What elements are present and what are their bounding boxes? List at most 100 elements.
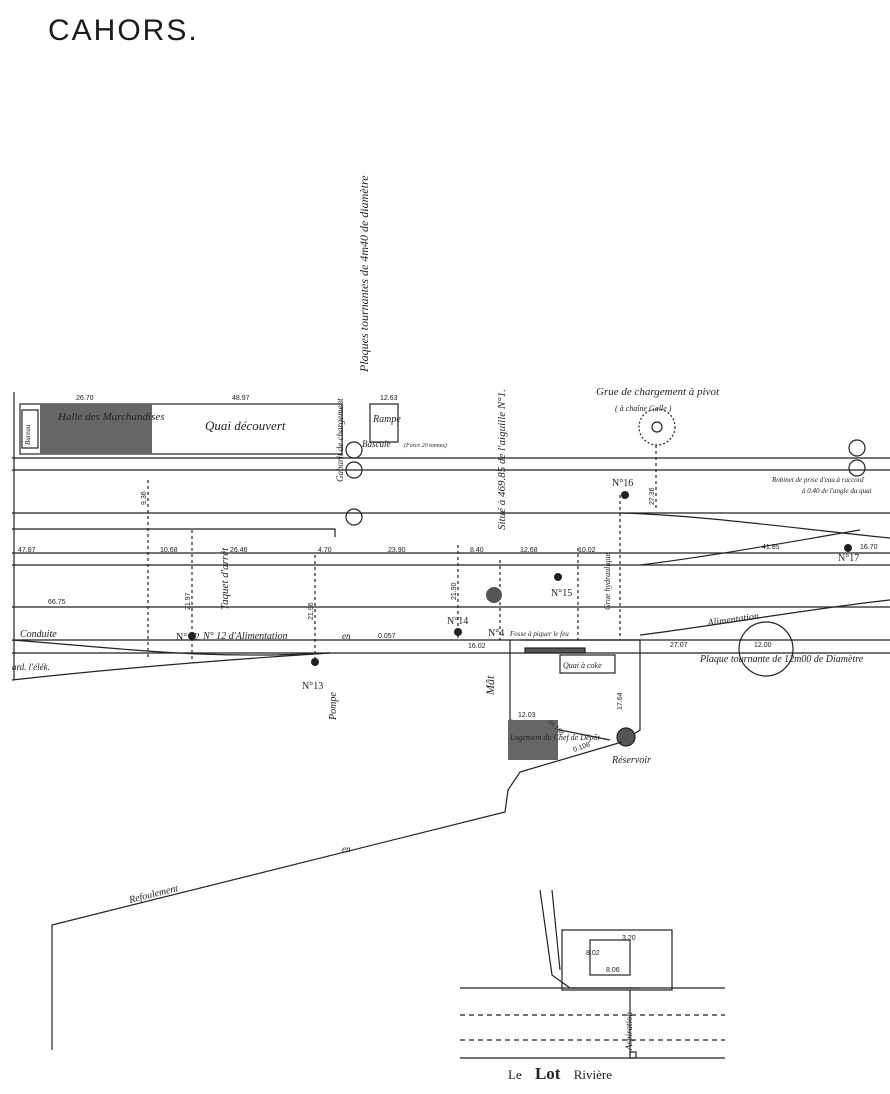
marker-12-dot [188,632,196,640]
bureau-box [21,409,39,449]
refoulement-pipe [51,741,623,1050]
dim-3-20: 3.20 [622,935,636,942]
dim-26-46: 26.46 [230,547,248,554]
river-lot: Lot [534,1064,561,1083]
fosse-label: Fosse à piquer le feu [509,630,569,638]
aspiration-label: Aspiration [624,1011,634,1051]
dim-23-90: 23.90 [388,547,406,554]
refoulement-label: Refoulement [127,883,179,906]
turntable-small [848,439,866,457]
pump-house [561,929,673,991]
dim-12-00: 12.00 [754,642,772,649]
track-curve [619,512,890,539]
dim-12-63: 12.63 [380,395,398,402]
quai-decouvert-outline [19,403,343,455]
dim-26-70: 26.70 [76,395,94,402]
conduite-label: Conduite [20,629,57,640]
page-title: CAHORS. [48,14,199,47]
siding [12,528,336,537]
dim-21-97: 21.97 [185,592,192,610]
conduite-alim-label: N° 12 d'Alimentation [202,631,287,642]
turntable-small [848,459,866,477]
grue-label: Grue de chargement à pivot [596,386,720,398]
bascule-sub-label: (Force 20 tonnes) [404,442,447,449]
track-curve [11,639,331,656]
logement-chef-depot [508,720,558,760]
quai-coke-box [559,654,616,674]
reservoir-tank [616,727,636,747]
dim-12-03: 12.03 [518,712,536,719]
taquet-label: Taquet d'arrêt [219,547,231,610]
marker-16: N°16 [612,478,633,489]
river-riviere: Rivière [573,1067,612,1082]
robinet-label-1: Robinet de prise d'eau à raccord [771,476,864,484]
turntable-small [345,441,363,459]
marker-17: N°17 [838,553,859,564]
aiguille-label: Situé à 469.85 de l'aiguille N°1. [496,389,508,530]
dim-8-40: 8.40 [470,547,484,554]
halle-marchandises [40,404,152,454]
marker-4: N°4 [488,628,504,639]
halle-label: Halle des Marchandises [57,411,165,423]
dim-41-85: 41.85 [762,544,780,551]
dim-8-02: 8.02 [586,950,600,957]
marker-15-dot [554,573,562,581]
dim-21-90: 21.90 [451,582,458,600]
marker-15: N°15 [551,588,572,599]
dim-8-06: 8.06 [606,967,620,974]
grue-sub-label: ( à chaîne Galle ) [615,404,672,413]
dim-16-70: 16.70 [860,544,878,551]
turntable-large [738,621,794,677]
reservoir-label: Réservoir [611,755,651,766]
grue-hydraulique-label: Grue hydraulique [603,552,612,610]
conduite-left-label: ard. l'élék. [12,662,50,672]
mat-label: Mât [483,675,497,696]
alimentation-pipe [639,599,890,636]
quai-label: Quai découvert [205,418,286,433]
robinet-label-2: à 0.40 de l'angle du quai [802,487,872,495]
river-caption: Le Lot Rivière [508,1064,622,1084]
track-curve [639,529,861,566]
bureau-label: Bureau [24,424,32,445]
turntable-small [345,508,363,526]
dim-12-68: 12.68 [520,547,538,554]
rampe-label: Rampe [372,414,401,425]
dim-21-96: 21.96 [308,602,315,620]
en-label: en [342,631,351,641]
dim-66-75: 66.75 [48,599,66,606]
marker-17-dot [844,544,852,552]
pompe-label: Pompe [328,692,339,721]
marker-16-dot [621,491,629,499]
bascule-label: Bascule [362,439,391,449]
turntable-small [345,461,363,479]
marker-12: N° 12 [176,632,200,643]
track-curve [11,652,331,681]
dim-27-07: 27.07 [670,642,688,649]
fosse-bar [524,647,586,654]
aspiration-intake [629,1051,637,1059]
dim-10-68: 10.68 [160,547,178,554]
crane-pivot [651,421,663,433]
dim-4-70: 4.70 [318,547,332,554]
logement-label: Logement du Chef de Dépôt [509,733,601,742]
marker-13-dot [311,658,319,666]
dim-27-36: 27.36 [649,487,656,505]
diameter-label: 0.057 [378,633,396,640]
marker-14: N°14 [447,616,468,627]
river-le: Le [508,1067,522,1082]
dim-47-87: 47.87 [18,547,36,554]
refoulement-en-label: en [342,844,351,854]
pump-room [589,939,631,976]
dim-16-02: 16.02 [468,643,486,650]
aspiration-pipe [551,889,561,971]
marker-13: N°13 [302,681,323,692]
dim-10-02: 10.02 [578,547,596,554]
marker-14-dot [454,628,462,636]
rampe-outline [369,403,399,443]
plaque-tournante-label: Plaque tournante de 12m00 de Diamètre [699,654,864,665]
crane-radius [638,408,676,446]
plaques-label: Plaques tournantes de 4m40 de diamètre [357,175,371,373]
dim-48-97: 48.97 [232,395,250,402]
